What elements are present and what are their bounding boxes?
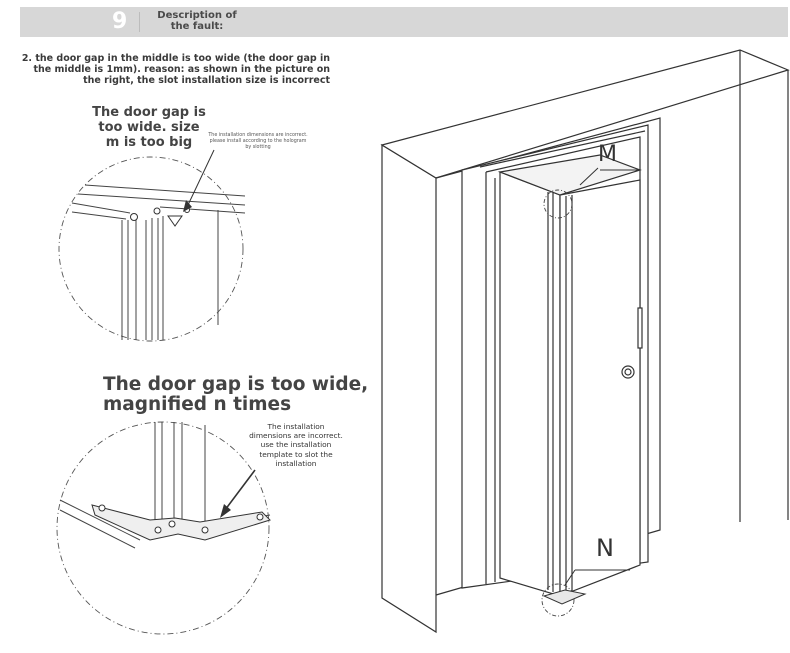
fault-description: 2. the door gap in the middle is too wid… — [21, 53, 330, 86]
note-bottom: The installation dimensions are incorrec… — [249, 422, 343, 468]
step-number: 9 — [112, 9, 128, 34]
label-leaders — [564, 167, 640, 586]
header-divider — [139, 12, 140, 32]
callout-bottom: The door gap is too wide, magnified n ti… — [103, 374, 369, 415]
label-m: M — [598, 142, 617, 167]
hinge-circle-top — [543, 189, 573, 219]
door-frame-drawing — [380, 49, 790, 634]
detail-circle-top — [58, 149, 246, 342]
header-bar: 9 Description of the fault: — [20, 7, 788, 37]
note-top: The installation dimensions are incorrec… — [208, 133, 308, 150]
label-n: N — [596, 534, 614, 562]
header-title: Description of the fault: — [157, 10, 237, 32]
bottom-pivot — [542, 589, 587, 605]
callout-top: The door gap is too wide. size m is too … — [92, 105, 206, 150]
hinge-circle-bottom — [541, 583, 575, 617]
detail-circle-bottom — [56, 421, 271, 635]
